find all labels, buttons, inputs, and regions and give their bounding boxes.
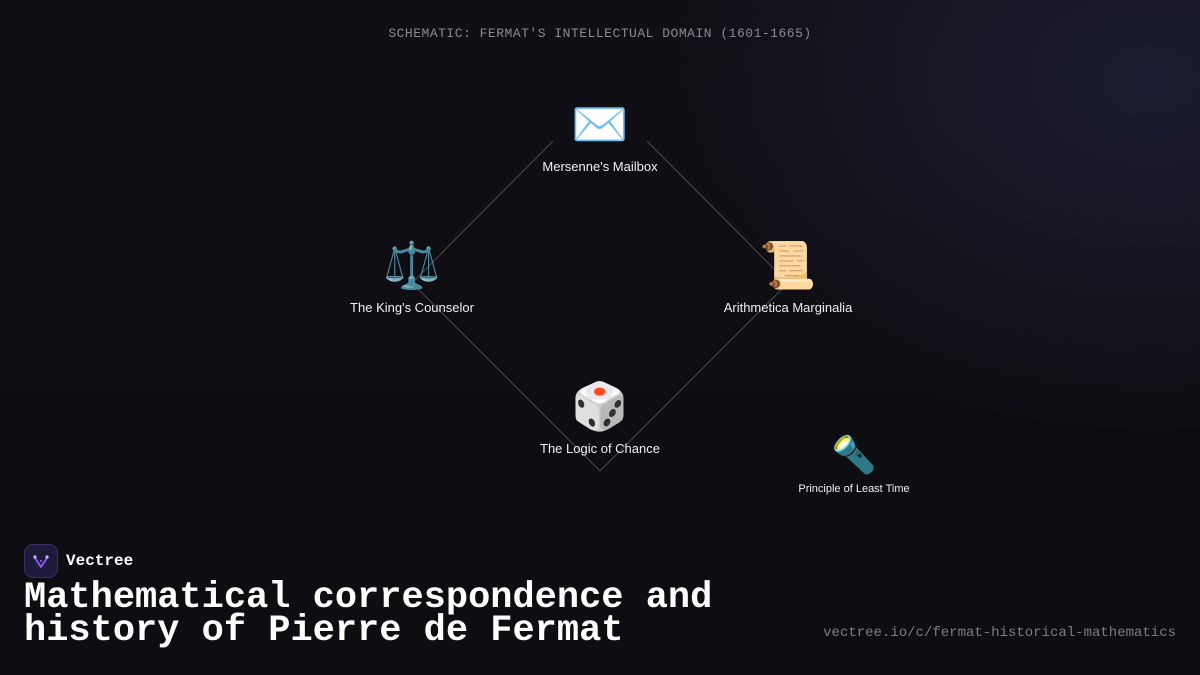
envelope-icon: ✉️: [571, 98, 629, 150]
schematic-caption: SCHEMATIC: FERMAT'S INTELLECTUAL DOMAIN …: [388, 26, 812, 41]
node-kings-counselor: ⚖️ The King's Counselor: [350, 242, 474, 315]
node-principle-of-least-time: 🔦 Principle of Least Time: [798, 434, 910, 496]
node-label: Arithmetica Marginalia: [723, 300, 853, 315]
page-url: vectree.io/c/fermat-historical-mathemati…: [823, 625, 1176, 641]
node-logic-of-chance: 🎲 The Logic of Chance: [540, 383, 660, 456]
brand: Vectree: [24, 544, 133, 578]
scroll-icon: 📜: [759, 239, 817, 291]
node-label: The King's Counselor: [350, 300, 474, 315]
node-mersennes-mailbox: ✉️ Mersenne's Mailbox: [542, 101, 657, 174]
vectree-logo-icon: [24, 544, 58, 578]
balance-scale-icon: ⚖️: [383, 239, 441, 291]
node-label: Mersenne's Mailbox: [542, 159, 658, 174]
edge-mailbox-counselor: [411, 140, 554, 284]
edge-arithmetica-chance: [599, 282, 789, 472]
node-arithmetica-marginalia: 📜 Arithmetica Marginalia: [724, 242, 853, 315]
page-title: Mathematical correspondence and history …: [24, 577, 713, 652]
node-label: The Logic of Chance: [540, 441, 660, 456]
flashlight-icon: 🔦: [831, 434, 877, 475]
die-icon: 🎲: [571, 380, 629, 432]
node-label: Principle of Least Time: [798, 483, 910, 495]
brand-name: Vectree: [66, 552, 134, 570]
edge-mailbox-arithmetica: [646, 140, 789, 284]
edge-counselor-chance: [411, 282, 601, 472]
